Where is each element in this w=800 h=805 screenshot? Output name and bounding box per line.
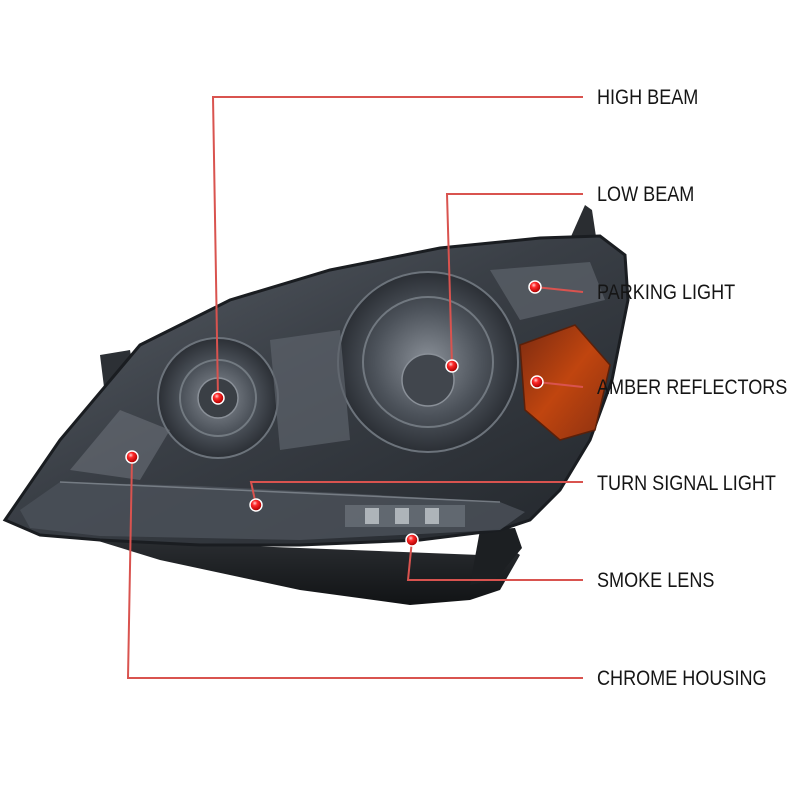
label-low-beam: LOW BEAM	[597, 183, 695, 206]
leader-line-amber-reflectors	[536, 381, 584, 388]
leader-line-smoke-lens	[406, 539, 583, 581]
label-turn-signal-light: TURN SIGNAL LIGHT	[597, 472, 776, 495]
marker-low-beam	[445, 359, 459, 373]
marker-high-beam	[211, 391, 225, 405]
marker-chrome-housing	[125, 450, 139, 464]
leader-line-chrome-housing	[126, 456, 583, 679]
marker-parking-light	[528, 280, 542, 294]
leader-line-parking-light	[534, 286, 584, 293]
label-smoke-lens: SMOKE LENS	[597, 569, 715, 592]
marker-smoke-lens	[405, 533, 419, 547]
label-chrome-housing: CHROME HOUSING	[597, 667, 767, 690]
label-parking-light: PARKING LIGHT	[597, 281, 736, 304]
leader-line-high-beam	[211, 96, 583, 399]
markers	[125, 280, 544, 547]
label-amber-reflectors: AMBER REFLECTORS	[597, 376, 788, 399]
leader-line-low-beam	[445, 193, 583, 367]
marker-turn-signal-light	[249, 498, 263, 512]
leader-line-turn-signal-light	[249, 481, 583, 506]
headlight-body	[2, 205, 630, 605]
leader-lines	[126, 96, 584, 679]
label-high-beam: HIGH BEAM	[597, 86, 699, 109]
marker-amber-reflectors	[530, 375, 544, 389]
